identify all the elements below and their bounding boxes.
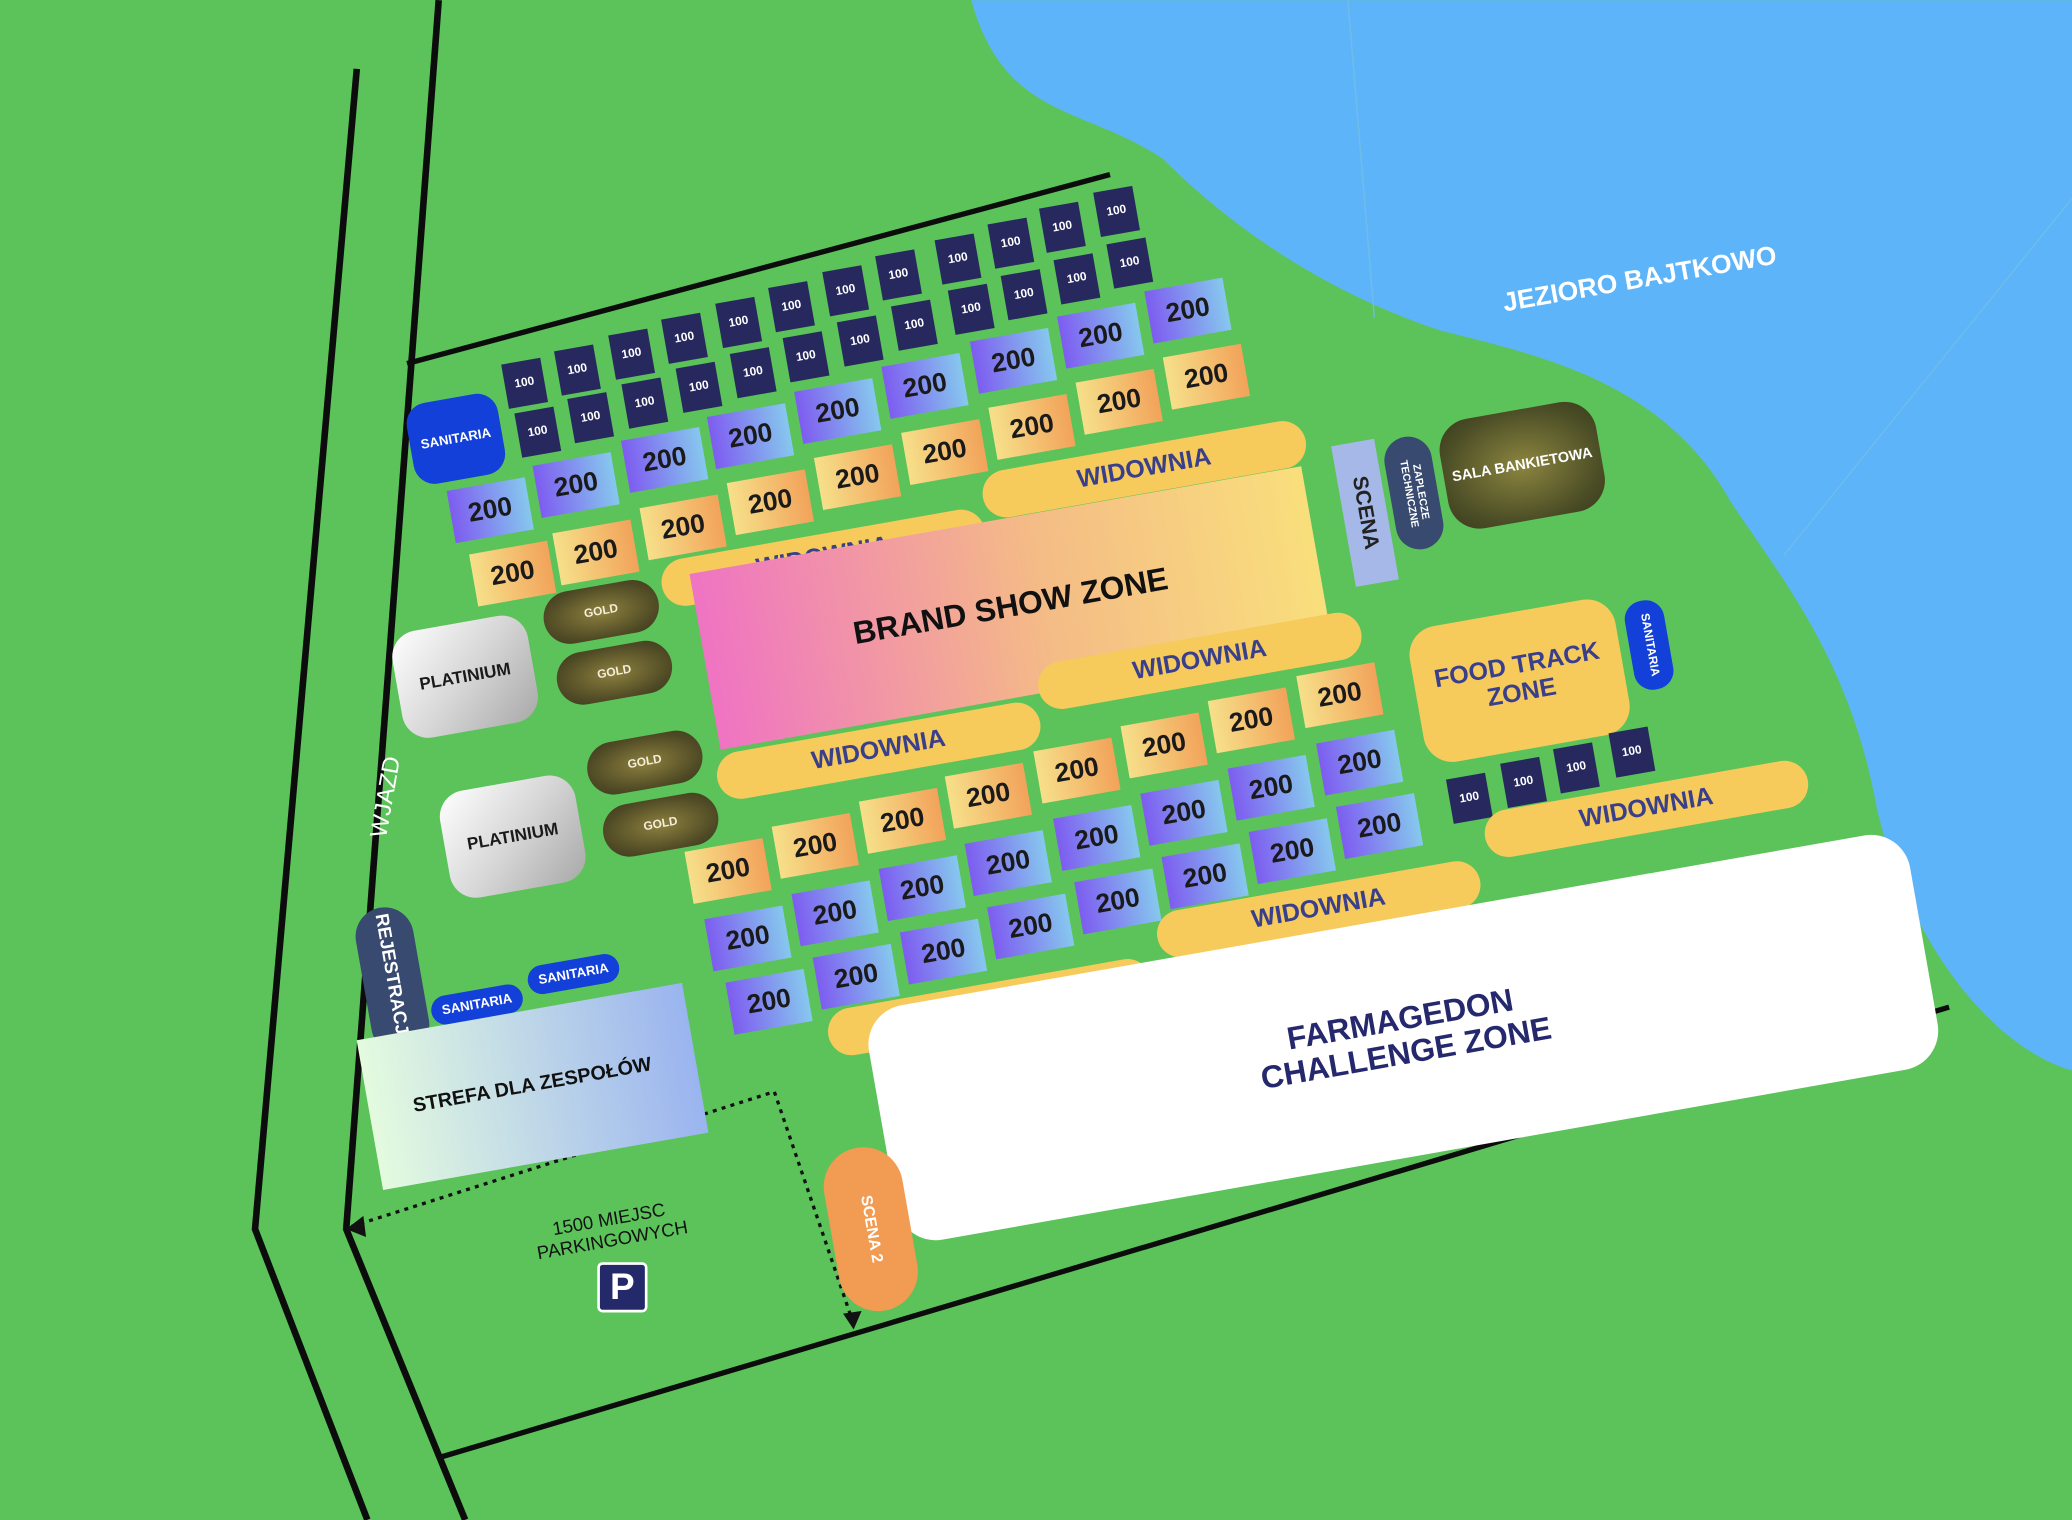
gold-booth[interactable]: GOLD: [582, 726, 707, 799]
booth-200[interactable]: 200: [1207, 687, 1295, 754]
shore-line: [1347, 0, 2072, 556]
booth-200[interactable]: 200: [771, 812, 859, 879]
booth-200[interactable]: 200: [1248, 818, 1336, 885]
booth-100[interactable]: 100: [782, 331, 830, 383]
parking-capacity: 1500 MIEJSC PARKINGOWYCH: [535, 1198, 690, 1264]
booth-100[interactable]: 100: [875, 249, 922, 301]
booth-100[interactable]: 100: [1038, 201, 1086, 253]
booth-100[interactable]: 100: [836, 315, 884, 367]
booth-100[interactable]: 100: [987, 217, 1035, 269]
booth-100[interactable]: 100: [675, 361, 723, 413]
food-track-zone[interactable]: FOOD TRACK ZONE: [1404, 594, 1635, 767]
booth-200[interactable]: 200: [813, 444, 902, 511]
gold-booth[interactable]: GOLD: [552, 636, 677, 709]
booth-100[interactable]: 100: [822, 265, 870, 317]
booth-200[interactable]: 200: [791, 880, 879, 947]
booth-200[interactable]: 200: [725, 968, 813, 1035]
booth-100[interactable]: 100: [729, 347, 777, 399]
banquet-hall[interactable]: SALA BANKIETOWA: [1434, 396, 1610, 534]
booth-100[interactable]: 100: [1106, 237, 1154, 289]
booth-200[interactable]: 200: [1316, 729, 1404, 796]
platinum-booth[interactable]: PLATINIUM: [435, 771, 590, 902]
booth-200[interactable]: 200: [726, 469, 815, 536]
booth-200[interactable]: 200: [446, 477, 534, 544]
booth-200[interactable]: 200: [532, 452, 620, 518]
lake: [971, 0, 2072, 1071]
booth-200[interactable]: 200: [969, 327, 1058, 394]
booth-100[interactable]: 100: [608, 328, 656, 380]
booth-100[interactable]: 100: [715, 296, 763, 349]
booth-200[interactable]: 200: [964, 830, 1052, 896]
booth-200[interactable]: 200: [684, 838, 772, 904]
booth-200[interactable]: 200: [988, 393, 1076, 460]
booth-200[interactable]: 200: [1033, 737, 1121, 804]
booth-200[interactable]: 200: [1162, 343, 1251, 410]
booth-200[interactable]: 200: [1335, 793, 1424, 859]
gold-booth[interactable]: GOLD: [539, 575, 664, 649]
booth-200[interactable]: 200: [878, 855, 966, 922]
booth-200[interactable]: 200: [552, 519, 640, 586]
booth-200[interactable]: 200: [1296, 662, 1384, 729]
booth-100[interactable]: 100: [947, 283, 995, 335]
sanitaria-top-left[interactable]: SANITARIA: [403, 390, 509, 488]
booth-200[interactable]: 200: [706, 403, 795, 470]
booth-200[interactable]: 200: [1057, 302, 1145, 369]
venue-boundary-top: [406, 172, 1111, 367]
sanitaria-food-zone[interactable]: SANITARIA: [1621, 597, 1677, 693]
booth-100[interactable]: 100: [1093, 185, 1141, 238]
lake-label: JEZIORO BAJTKOWO: [1500, 241, 1779, 318]
booth-100[interactable]: 100: [1000, 269, 1048, 321]
booth-200[interactable]: 200: [1074, 868, 1162, 935]
booth-100[interactable]: 100: [1053, 253, 1101, 305]
booth-200[interactable]: 200: [704, 905, 792, 972]
booth-200[interactable]: 200: [639, 494, 727, 561]
parking-icon: P: [597, 1262, 648, 1313]
booth-200[interactable]: 200: [881, 353, 969, 419]
parking-arrow-left: [346, 1215, 367, 1238]
booth-100[interactable]: 100: [1553, 742, 1600, 794]
booth-100[interactable]: 100: [1445, 772, 1493, 824]
booth-100[interactable]: 100: [768, 281, 815, 333]
booth-200[interactable]: 200: [899, 918, 988, 985]
entrance-road-left: [251, 68, 371, 1520]
sanitaria-registration-2[interactable]: SANITARIA: [525, 951, 622, 997]
booth-200[interactable]: 200: [794, 378, 882, 444]
booth-100[interactable]: 100: [554, 344, 601, 396]
platinum-booth[interactable]: PLATINIUM: [388, 611, 543, 743]
booth-100[interactable]: 100: [661, 312, 708, 364]
booth-100[interactable]: 100: [567, 392, 615, 444]
booth-200[interactable]: 200: [1075, 368, 1163, 435]
booth-200[interactable]: 200: [1053, 805, 1141, 871]
booth-100[interactable]: 100: [501, 357, 549, 409]
booth-200[interactable]: 200: [987, 893, 1075, 960]
booth-100[interactable]: 100: [1500, 756, 1547, 809]
booth-200[interactable]: 200: [469, 540, 557, 607]
parking-arrow-down: [843, 1311, 862, 1330]
booth-100[interactable]: 100: [621, 377, 669, 429]
booth-200[interactable]: 200: [1144, 277, 1232, 344]
booth-100[interactable]: 100: [514, 406, 562, 458]
booth-100[interactable]: 100: [934, 233, 982, 285]
booth-100[interactable]: 100: [890, 299, 938, 351]
booth-200[interactable]: 200: [1140, 779, 1228, 846]
booth-200[interactable]: 200: [812, 943, 900, 1010]
booth-200[interactable]: 200: [944, 762, 1033, 829]
booth-200[interactable]: 200: [1120, 712, 1208, 779]
booth-200[interactable]: 200: [1227, 754, 1315, 821]
booth-100[interactable]: 100: [1608, 726, 1656, 778]
entrance-label: WJAZD: [365, 754, 406, 840]
booth-200[interactable]: 200: [621, 427, 709, 493]
booth-200[interactable]: 200: [858, 787, 947, 854]
booth-200[interactable]: 200: [901, 419, 989, 485]
